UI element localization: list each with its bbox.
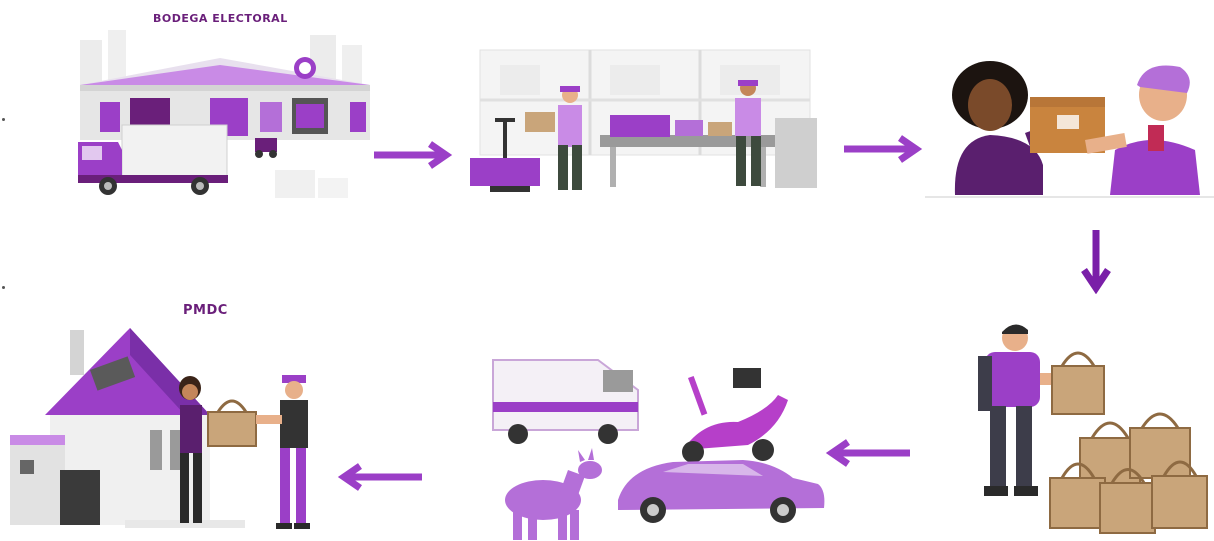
arrow-right-icon bbox=[374, 141, 453, 169]
destination-label: PMDC bbox=[183, 303, 228, 318]
house-delivery-illustration bbox=[10, 320, 340, 535]
box-handover-illustration bbox=[925, 55, 1214, 200]
arrow-right-icon bbox=[844, 135, 923, 163]
warehouse-packing-workers-illustration bbox=[470, 40, 825, 200]
warehouse-truck-illustration bbox=[60, 30, 380, 205]
arrow-left-icon bbox=[825, 439, 910, 467]
arrow-left-icon bbox=[337, 463, 422, 491]
edge-mark bbox=[2, 118, 5, 121]
arrow-down-icon bbox=[1081, 230, 1111, 294]
edge-mark bbox=[2, 286, 5, 289]
warehouse-label: BODEGA ELECTORAL bbox=[153, 12, 288, 25]
worker-with-bags-illustration bbox=[970, 318, 1214, 538]
transport-vehicles-illustration bbox=[488, 350, 828, 540]
